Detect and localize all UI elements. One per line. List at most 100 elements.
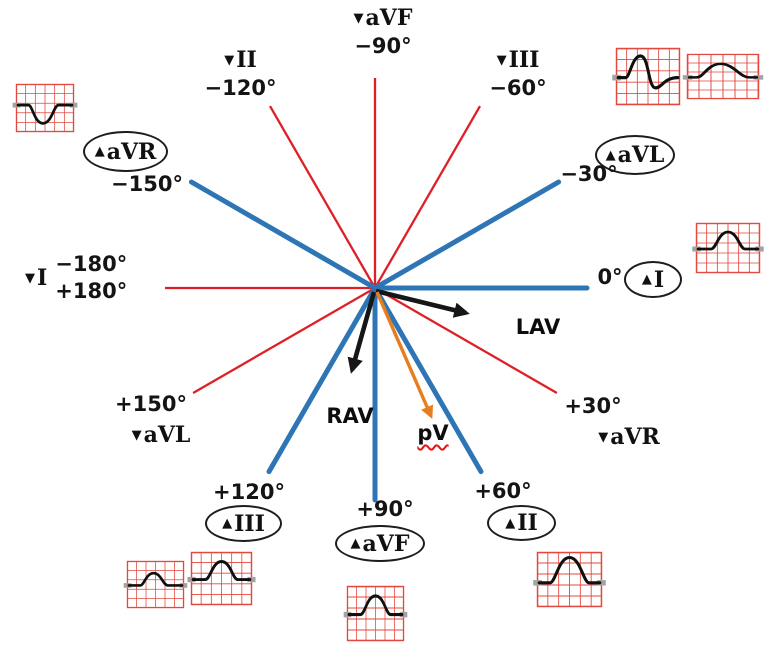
ecg-strip-avl-2	[682, 53, 764, 100]
lead-name: I	[653, 266, 665, 293]
ellipse-ii-positive: ▲II	[487, 505, 556, 541]
down-triangle-icon: ▼	[598, 430, 609, 445]
ecg-strip-ii-graphic	[533, 551, 606, 608]
ecg-waveform-positive	[696, 230, 760, 251]
rav-arrow	[347, 291, 377, 374]
lead-name: III	[508, 47, 540, 73]
ecg-waveform-biphasic	[616, 54, 680, 90]
ecg-waveform-positive-wide	[687, 62, 759, 79]
label-ii-negative: ▼II −120°	[178, 46, 303, 102]
label-iii-negative: ▼III −60°	[458, 46, 578, 102]
positive-axes	[188, 179, 590, 503]
up-triangle-icon: ▲	[641, 272, 652, 287]
angle-avl-positive: −30°	[560, 162, 618, 186]
ellipse-avr-positive: ▲aVR	[83, 131, 168, 172]
axis-II-positive	[372, 285, 484, 475]
lead-name: II	[517, 510, 538, 536]
ecg-strip-iii-1-graphic	[123, 560, 188, 609]
mean-vectors	[347, 288, 470, 419]
angle-label-upper: −180°	[55, 252, 128, 276]
ecg-waveform-positive	[191, 560, 252, 582]
angle-avl-negative: +150°	[115, 392, 187, 416]
ecg-strip-iii-2-graphic	[187, 551, 256, 606]
lead-name: III	[234, 510, 265, 537]
lead-name: aVF	[362, 530, 410, 557]
baseline-marker-left	[692, 246, 701, 252]
ecg-strip-avl-2-graphic	[682, 53, 764, 100]
ecg-strip-iii-2	[187, 551, 256, 606]
ellipse-iii-positive: ▲III	[205, 505, 282, 542]
label-avl-negative: ▼aVL	[118, 421, 204, 450]
ecg-strip-avr	[12, 83, 78, 133]
angle-label: −90°	[354, 33, 412, 58]
down-triangle-icon: ▼	[131, 428, 142, 443]
up-triangle-icon: ▲	[605, 147, 616, 163]
up-triangle-icon: ▲	[350, 536, 361, 551]
baseline-marker-right	[399, 611, 408, 618]
axis-III-positive	[266, 285, 378, 475]
down-triangle-icon: ▼	[496, 53, 507, 68]
angle-iii-positive: +120°	[213, 480, 285, 504]
pv-label: pV	[417, 421, 449, 445]
ecg-strip-avl-1	[612, 47, 681, 106]
label-avr-negative: ▼aVR	[590, 423, 668, 452]
down-triangle-icon: ▼	[25, 271, 35, 286]
lead-label: ▼II	[224, 46, 257, 75]
ellipse-avf-positive: ▲aVF	[335, 525, 425, 562]
baseline-marker-right	[753, 75, 764, 80]
baseline-marker-left	[187, 576, 196, 583]
ecg-grid-frame	[15, 83, 75, 133]
angle-label: −60°	[489, 75, 547, 100]
ecg-grid	[537, 552, 602, 607]
label-i-negative: ▼I −180° +180°	[25, 251, 127, 306]
axis-II-negative	[269, 105, 376, 289]
lav-arrow	[375, 288, 470, 318]
lead-label: ▼aVF	[354, 4, 413, 33]
angle-label: −120°	[204, 75, 277, 100]
label-avf-negative: ▼aVF −90°	[323, 4, 443, 60]
baseline-marker-left	[533, 580, 542, 586]
lav-label: LAV	[515, 315, 561, 339]
ecg-waveform-negative	[16, 103, 74, 125]
baseline-marker-left	[343, 611, 352, 618]
lead-name: aVL	[143, 422, 191, 448]
angle-avr-positive: −150°	[111, 172, 183, 196]
ecg-waveform-positive-small	[127, 571, 184, 587]
ecg-waveform-positive-tall	[537, 555, 602, 585]
angle-i-positive: 0°	[597, 265, 623, 289]
lead-name: aVR	[106, 138, 157, 165]
up-triangle-icon: ▲	[94, 144, 105, 159]
angle-ii-positive: +60°	[474, 479, 532, 503]
ecg-strip-avf-graphic	[343, 585, 408, 642]
axis-aVL-negative	[192, 287, 376, 394]
ecg-strip-i	[692, 222, 764, 274]
baseline-marker-right	[247, 576, 256, 583]
baseline-marker-right	[69, 102, 78, 108]
down-triangle-icon: ▼	[224, 53, 235, 68]
lead-label: ▼I	[25, 264, 47, 293]
rav-label: RAV	[326, 404, 374, 428]
ecg-waveform-positive	[347, 594, 404, 617]
ecg-strip-iii-1	[123, 560, 188, 609]
ecg-grid	[16, 84, 74, 132]
ecg-grid-frame	[536, 551, 603, 608]
axis-III-negative	[374, 105, 481, 289]
angle-avr-negative: +30°	[564, 394, 622, 418]
pv-arrow	[375, 291, 434, 419]
angle-avf-positive: +90°	[356, 497, 414, 521]
lead-name: aVF	[365, 5, 413, 31]
down-triangle-icon: ▼	[353, 11, 364, 26]
axis-aVR-negative	[374, 287, 558, 394]
lead-name: aVL	[617, 142, 665, 168]
baseline-marker-left	[123, 583, 132, 588]
baseline-marker-left	[682, 75, 693, 80]
baseline-marker-left	[612, 74, 621, 81]
lead-label: ▼III	[497, 46, 540, 75]
angle-labels: −180° +180°	[55, 251, 127, 306]
ecg-strip-ii	[533, 551, 606, 608]
lead-name: II	[236, 47, 257, 73]
lead-name: I	[37, 265, 48, 291]
baseline-marker-left	[12, 102, 21, 108]
